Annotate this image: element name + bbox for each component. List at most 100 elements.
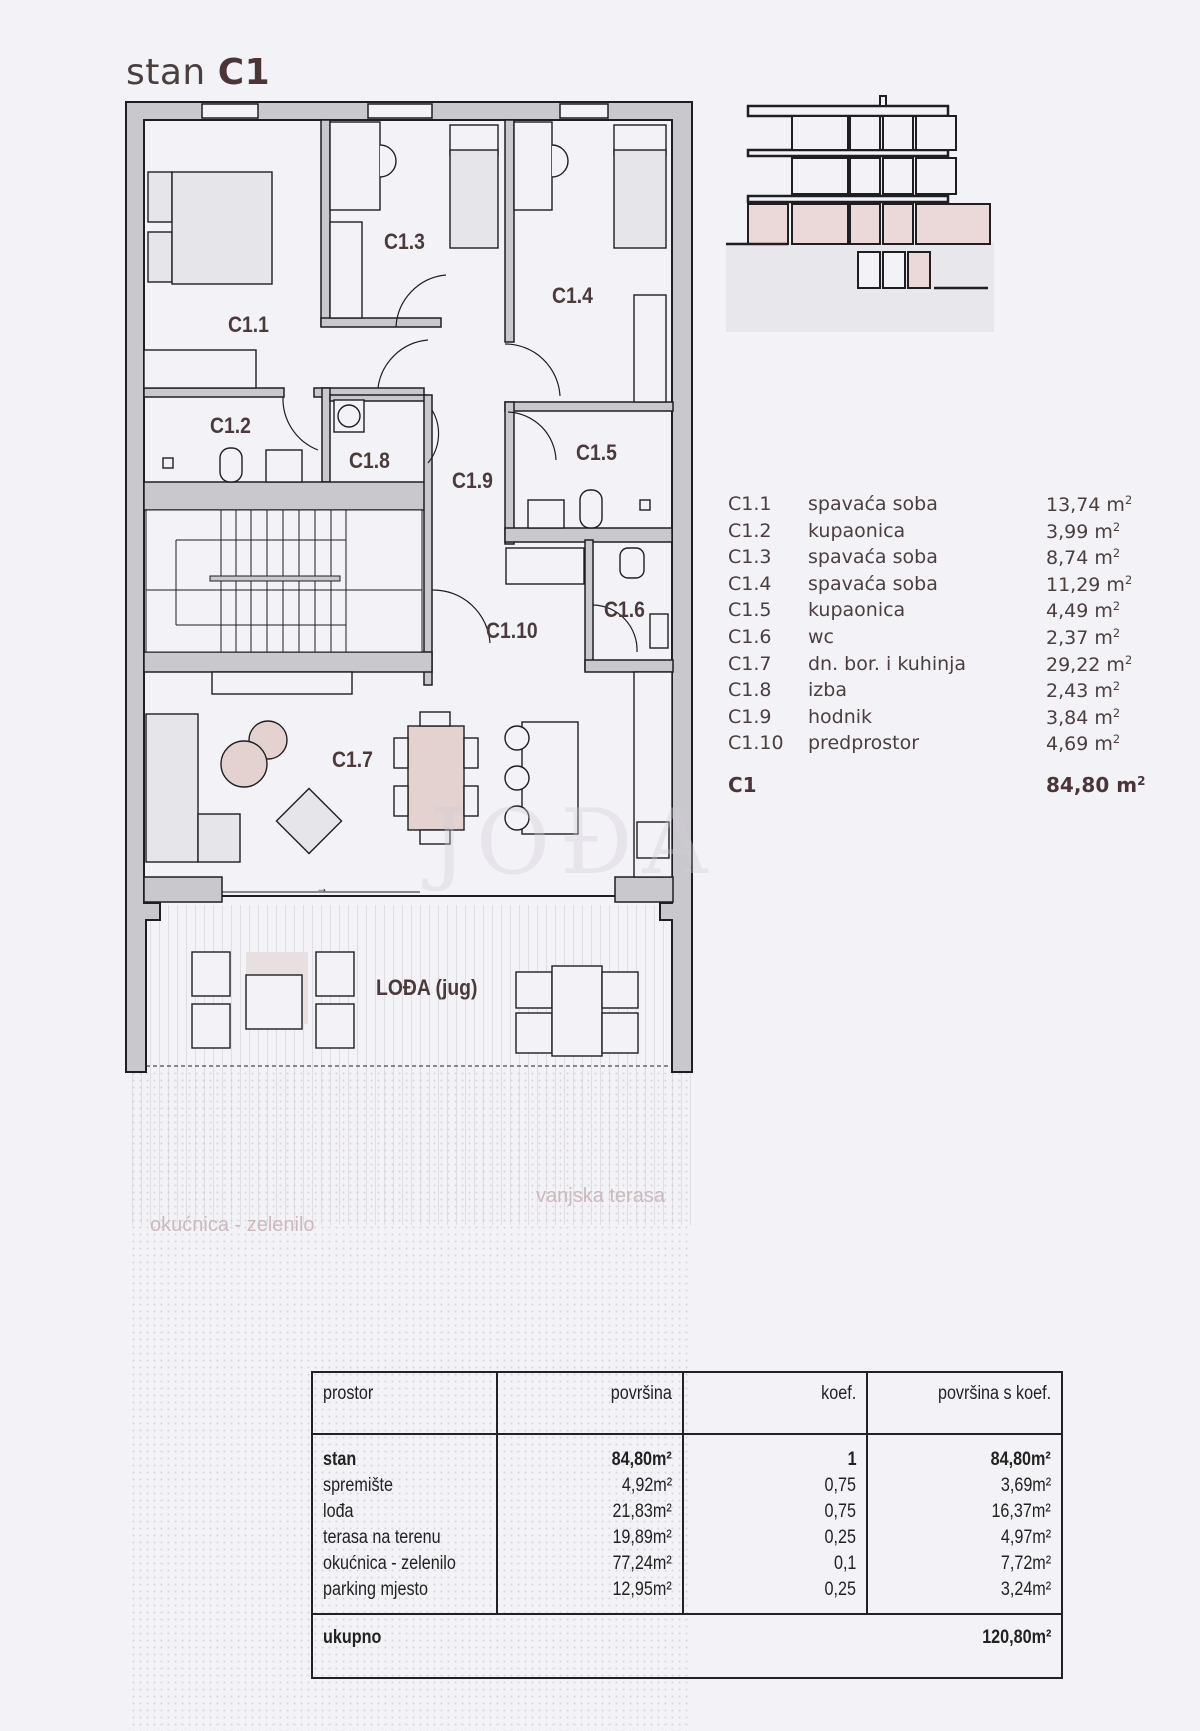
room-code: C1.2 <box>728 519 772 542</box>
room-name: spavaća soba <box>808 546 938 569</box>
room-label-c1-3: C1.3 <box>384 229 425 254</box>
total-area: 84,80 m2 <box>1046 773 1145 797</box>
room-label-c1-2: C1.2 <box>210 413 251 438</box>
room-name: hodnik <box>808 705 873 728</box>
loggia-label: LOĐA (jug) <box>376 975 478 1000</box>
room-area: 2,43 m2 <box>1046 679 1120 702</box>
room-label-c1-9: C1.9 <box>452 468 493 493</box>
header-prostor: prostor <box>312 1372 498 1435</box>
table-cell: 77,24m² <box>612 1553 673 1574</box>
watermark: JOĐA <box>430 790 718 895</box>
room-label-c1-8: C1.8 <box>349 448 390 473</box>
room-area-value: 11,29 m <box>1046 573 1125 596</box>
table-cell: 4,92m² <box>621 1475 673 1496</box>
table-cell: 0,25 <box>824 1527 857 1548</box>
table-cell: 4,97m² <box>1000 1527 1051 1548</box>
room-list-item: C1.10 predprostor 4,69 m2 <box>728 732 1148 759</box>
building-section-diagram <box>726 95 994 332</box>
room-area-value: 4,49 m <box>1046 600 1113 623</box>
garden-label: okućnica - zelenilo <box>150 1214 315 1236</box>
room-area-value: 2,37 m <box>1046 626 1113 649</box>
room-name: kupaonica <box>808 519 906 542</box>
room-area: 29,22 m2 <box>1046 653 1132 676</box>
room-area-value: 4,69 m <box>1046 733 1113 756</box>
room-name: spavaća soba <box>808 493 938 515</box>
room-area: 4,69 m2 <box>1046 732 1120 755</box>
room-label-c1-1: C1.1 <box>228 312 269 337</box>
total-label: ukupno <box>312 1613 684 1678</box>
table-cell: 0,1 <box>833 1553 857 1574</box>
unit-sup: 2 <box>1112 732 1121 747</box>
table-cell: 19,89m² <box>612 1527 673 1548</box>
room-name: dn. bor. i kuhinja <box>808 652 967 675</box>
unit-sup: 2 <box>1137 773 1146 788</box>
page-title: stan C1 <box>126 52 270 93</box>
room-code: C1.8 <box>728 679 772 702</box>
table-row-label: terasa na terenu <box>323 1527 441 1548</box>
room-code: C1.10 <box>728 732 784 755</box>
room-code: C1.4 <box>728 572 772 595</box>
total-area-value: 84,80 m <box>1046 772 1138 797</box>
room-code: C1.3 <box>728 546 772 569</box>
header-povrsina: površina <box>496 1372 684 1435</box>
unit-sup: 2 <box>1124 652 1133 667</box>
table-cell: 84,80m² <box>990 1449 1051 1470</box>
room-list-item: C1.1 spavaća soba 13,74 m2 <box>728 493 1148 520</box>
room-code: C1.6 <box>728 625 772 648</box>
table-total-row: ukupno 120,80m² <box>312 1613 1062 1678</box>
unit-sup: 2 <box>1112 705 1121 720</box>
room-area: 8,74 m2 <box>1046 546 1120 569</box>
header-povrsina-koef: površina s koef. <box>866 1372 1062 1435</box>
unit-sup: 2 <box>1124 572 1133 587</box>
col-koef: 1 0,75 0,75 0,25 0,1 0,25 <box>682 1434 868 1614</box>
table-cell: 21,83m² <box>612 1501 673 1522</box>
room-area: 3,84 m2 <box>1046 706 1120 729</box>
table-row-label: spremište <box>323 1475 394 1496</box>
room-list-total: C1 84,80 m2 <box>728 773 1148 803</box>
table-cell: 16,37m² <box>991 1501 1051 1522</box>
room-area: 13,74 m2 <box>1046 493 1132 516</box>
room-name: wc <box>808 625 834 648</box>
col-povrsina-koef: 84,80m² 3,69m² 16,37m² 4,97m² 7,72m² 3,2… <box>866 1434 1062 1614</box>
table-cell: 0,25 <box>824 1579 857 1600</box>
table-cell: 1 <box>847 1449 857 1470</box>
table-cell: 84,80m² <box>611 1449 673 1470</box>
table-row-label: lođa <box>323 1501 354 1522</box>
total-code: C1 <box>728 772 757 797</box>
area-summary-table: prostor površina koef. površina s koef. … <box>311 1371 1063 1679</box>
room-name: predprostor <box>808 732 920 755</box>
room-code: C1.7 <box>728 652 772 675</box>
total-value: 120,80m² <box>683 1613 1062 1678</box>
room-name: kupaonica <box>808 599 906 622</box>
col-povrsina: 84,80m² 4,92m² 21,83m² 19,89m² 77,24m² 1… <box>496 1434 684 1614</box>
room-code: C1.1 <box>728 493 772 515</box>
room-area: 3,99 m2 <box>1046 520 1120 543</box>
room-area: 2,37 m2 <box>1046 626 1120 649</box>
title-prefix: stan <box>126 52 206 93</box>
room-area-value: 8,74 m <box>1046 547 1113 570</box>
table-row-label: okućnica - zelenilo <box>323 1553 456 1574</box>
table-row-label: stan <box>323 1449 357 1470</box>
terrace-label: vanjska terasa <box>536 1185 665 1207</box>
room-list-item: C1.6 wc 2,37 m2 <box>728 626 1148 653</box>
unit-sup: 2 <box>1112 679 1121 694</box>
room-area-value: 13,74 m <box>1046 493 1125 516</box>
room-code: C1.9 <box>728 705 772 728</box>
room-list-item: C1.3 spavaća soba 8,74 m2 <box>728 546 1148 573</box>
unit-sup: 2 <box>1112 519 1121 534</box>
room-code: C1.5 <box>728 599 772 622</box>
room-area-value: 3,99 m <box>1046 520 1113 543</box>
unit-sup: 2 <box>1124 493 1133 507</box>
room-list-item: C1.2 kupaonica 3,99 m2 <box>728 520 1148 547</box>
table-cell: 0,75 <box>824 1475 857 1496</box>
table-cell: 0,75 <box>824 1501 857 1522</box>
room-area-value: 2,43 m <box>1046 679 1113 702</box>
room-label-c1-4: C1.4 <box>552 283 593 308</box>
room-list-item: C1.7 dn. bor. i kuhinja 29,22 m2 <box>728 653 1148 680</box>
room-label-c1-10: C1.10 <box>486 618 538 643</box>
header-koef: koef. <box>682 1372 868 1435</box>
